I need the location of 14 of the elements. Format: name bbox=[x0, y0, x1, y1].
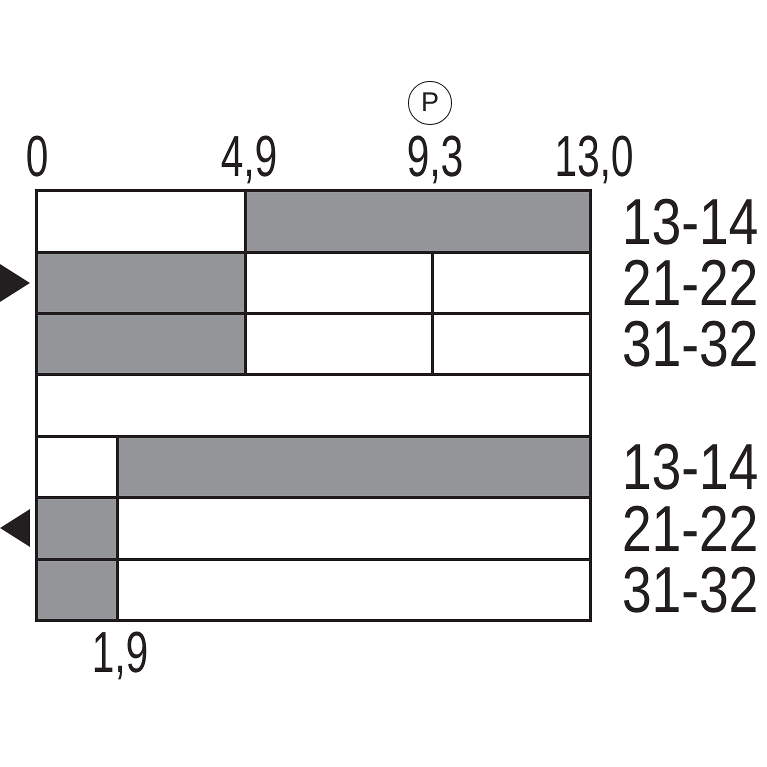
table-row bbox=[34, 188, 592, 254]
position-value: 13,0 bbox=[554, 128, 634, 186]
position-value: 4,9 bbox=[220, 128, 278, 186]
position-marker: P bbox=[408, 81, 452, 125]
contact-label: 13-14 bbox=[622, 438, 758, 496]
table-row bbox=[34, 312, 592, 376]
contact-label: 31-32 bbox=[622, 561, 758, 619]
contact-label: 21-22 bbox=[622, 254, 758, 312]
contact-label: 21-22 bbox=[622, 500, 758, 558]
contact-label: 13-14 bbox=[622, 192, 758, 250]
position-value: 0 bbox=[26, 128, 48, 186]
position-value: 1,9 bbox=[92, 624, 148, 682]
contact-label: 31-32 bbox=[622, 315, 758, 373]
position-value: 9,3 bbox=[406, 128, 464, 186]
